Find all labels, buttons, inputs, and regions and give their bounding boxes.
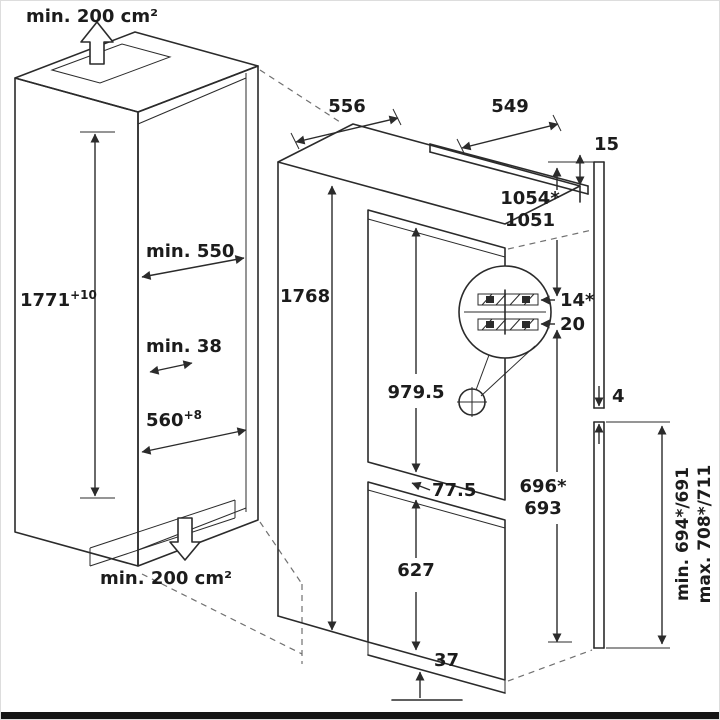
vent-top-label: min. 200 cm² <box>26 6 158 27</box>
appliance-drawing: 556 549 15 1768 979.5 77.5 627 37 1054* … <box>277 96 715 701</box>
niche-inner-top-line <box>137 77 247 125</box>
niche-depth-dim-line <box>141 255 245 280</box>
freezer627-label: 627 <box>397 560 435 581</box>
hinge-detail-circle: 14* 20 <box>458 265 595 359</box>
projection-dash-bottom <box>141 573 303 655</box>
hinge-hatch <box>509 293 521 306</box>
hinge-block <box>486 321 494 328</box>
depth556-label: 556 <box>328 96 366 117</box>
projection-dash-mid <box>259 521 303 585</box>
depth549-tick-left <box>456 138 466 156</box>
airflow-down-arrow-icon <box>169 517 201 561</box>
panel1054-label-line1: 1054* <box>500 188 560 209</box>
plinth37-label: 37 <box>434 650 459 671</box>
fridge-door <box>367 209 506 501</box>
panel-projection-dash-top <box>507 229 593 250</box>
panel-slab-bottom-line <box>429 151 589 195</box>
hinge-block <box>486 296 494 303</box>
depth549-label: 549 <box>491 96 529 117</box>
hinge20-label: 20 <box>560 314 585 335</box>
hinge-location-marker <box>457 345 536 417</box>
hinge-bracket-upper <box>477 293 539 306</box>
niche-front-face <box>14 77 139 567</box>
niche-width-dim-line <box>141 427 247 455</box>
hinge14-label: 14* <box>560 290 595 311</box>
rear-clearance-dim-line <box>149 360 193 375</box>
depth549-tick-right <box>552 114 562 132</box>
vent-bottom-label: min. 200 cm² <box>100 568 232 589</box>
niche-width-label: 560+8 <box>146 408 202 431</box>
joint4-label: 4 <box>612 386 625 407</box>
topgap15-label: 15 <box>594 134 619 155</box>
appliance-bottom-left-edge <box>277 615 369 643</box>
lower-panel-max-label: max. 708*/711 <box>695 465 715 604</box>
furniture-panels-side-view: 4 min. 694*/691 max. 708*/711 <box>507 161 715 682</box>
niche-side-cutaway <box>137 65 259 567</box>
niche-height-label: 1771+10 <box>20 288 97 311</box>
panel696-label-line2: 693 <box>524 498 562 519</box>
niche-top-vent-opening <box>50 43 172 84</box>
lower-panel-min-label: min. 694*/691 <box>673 467 693 601</box>
gap77-leader <box>411 481 431 491</box>
plinth-front-edge <box>367 654 506 694</box>
rear-clearance-label: min. 38 <box>146 336 222 357</box>
hinge-block <box>522 321 530 328</box>
niche-depth-label: min. 550 <box>146 241 234 262</box>
depth556-tick-left <box>290 132 300 150</box>
hinge-hatch <box>509 318 521 331</box>
niche-top-face <box>14 31 259 113</box>
niche-plinth-top <box>89 499 236 549</box>
depth556-dim-line <box>295 115 399 145</box>
appliance-top-face <box>277 123 581 225</box>
projection-dash-top <box>259 69 341 123</box>
depth549-dim-line <box>461 121 559 151</box>
freezer-door-top-line <box>367 489 506 529</box>
hinge-bracket-lower <box>477 318 539 331</box>
niche-drawing: 1771+10 min. 550 min. 38 560+8 min. 200 … <box>14 6 341 664</box>
height1768-label: 1768 <box>280 286 330 307</box>
callout-cone-right <box>480 345 536 397</box>
door979-label: 979.5 <box>388 382 445 403</box>
panel1054-label-line2: 1051 <box>505 210 555 231</box>
niche-plinth-bottom <box>89 517 236 567</box>
airflow-up-arrow-icon <box>80 21 114 65</box>
panel-slab-top-line <box>429 143 589 187</box>
callout-cone-left <box>475 354 490 391</box>
hinge-block <box>522 296 530 303</box>
depth556-tick-right <box>392 108 402 126</box>
panel-projection-dash-bottom <box>507 649 593 682</box>
scan-bottom-bar <box>0 712 720 720</box>
gap77-label: 77.5 <box>432 480 476 501</box>
fridge-door-top-line <box>367 218 506 258</box>
panel696-label-line1: 696* <box>520 476 568 497</box>
